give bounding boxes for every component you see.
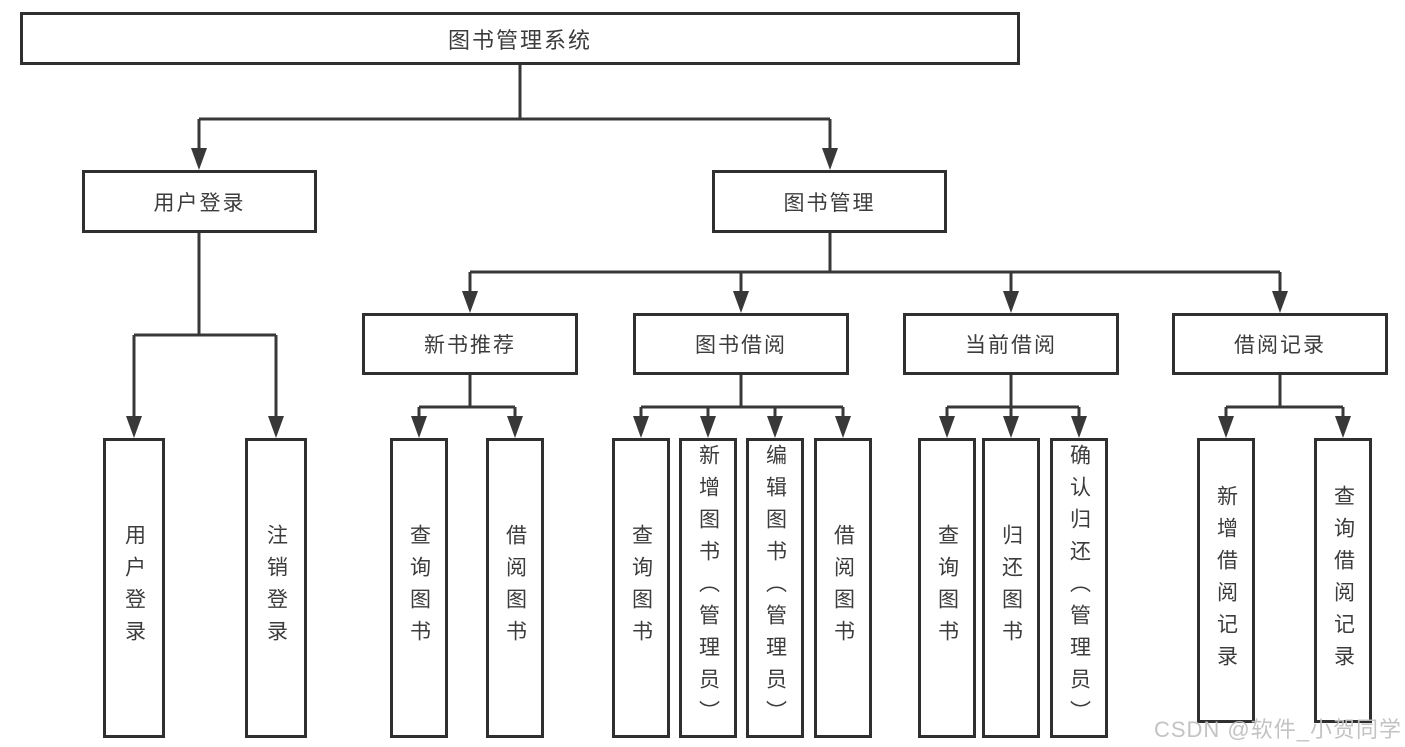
node-bb-edit-books-admin: 编辑图书（管理员） <box>746 438 804 738</box>
node-cb-confirm-return-admin-label: 确认归还（管理员） <box>1067 444 1091 732</box>
node-rec-borrow-books: 借阅图书 <box>486 438 544 738</box>
connector-current-borrow-children <box>939 375 1087 438</box>
node-rec-query-books-label: 查询图书 <box>407 524 431 652</box>
node-book-borrow: 图书借阅 <box>633 313 849 375</box>
node-book-management: 图书管理 <box>712 170 947 233</box>
arrowhead <box>1003 291 1019 313</box>
node-book-management-label: 图书管理 <box>783 191 876 215</box>
node-br-query-record-label: 查询借阅记录 <box>1331 484 1355 677</box>
node-leaf-user-login-label: 用户登录 <box>122 524 146 652</box>
arrowhead <box>191 148 207 170</box>
connector-book-borrow-children <box>633 375 851 438</box>
node-cb-return-books: 归还图书 <box>982 438 1040 738</box>
arrowhead <box>733 291 749 313</box>
arrowhead <box>633 416 649 438</box>
node-new-book-recommend: 新书推荐 <box>362 313 578 375</box>
node-bb-add-books-admin: 新增图书（管理员） <box>679 438 737 738</box>
node-leaf-logout-label: 注销登录 <box>264 524 288 652</box>
arrowhead <box>411 416 427 438</box>
node-leaf-user-login: 用户登录 <box>103 438 165 738</box>
node-current-borrow-label: 当前借阅 <box>965 334 1057 357</box>
node-leaf-logout: 注销登录 <box>245 438 307 738</box>
connector-new-book-recommend-children <box>411 375 523 438</box>
arrowhead <box>700 416 716 438</box>
node-book-borrow-label: 图书借阅 <box>695 334 787 357</box>
node-user-login: 用户登录 <box>82 170 317 233</box>
node-bb-borrow-books-label: 借阅图书 <box>831 524 855 652</box>
node-user-login-label: 用户登录 <box>153 191 246 215</box>
node-root: 图书管理系统 <box>20 12 1020 65</box>
arrowhead <box>1272 291 1288 313</box>
arrowhead <box>767 416 783 438</box>
node-bb-query-books-label: 查询图书 <box>629 524 653 652</box>
node-bb-query-books: 查询图书 <box>612 438 670 738</box>
arrowhead <box>268 416 284 438</box>
node-cb-return-books-label: 归还图书 <box>999 524 1023 652</box>
node-borrow-records-label: 借阅记录 <box>1234 334 1326 357</box>
arrowhead <box>939 416 955 438</box>
arrowhead <box>822 148 838 170</box>
arrowhead <box>1071 416 1087 438</box>
arrowhead <box>1218 416 1234 438</box>
connector-borrow-records-children <box>1218 375 1351 438</box>
node-br-add-record-label: 新增借阅记录 <box>1214 484 1238 677</box>
node-root-label: 图书管理系统 <box>447 27 592 53</box>
arrowhead <box>1335 416 1351 438</box>
node-borrow-records: 借阅记录 <box>1172 313 1388 375</box>
node-br-query-record: 查询借阅记录 <box>1314 438 1372 723</box>
node-current-borrow: 当前借阅 <box>903 313 1119 375</box>
connector-user-login-children <box>126 233 284 438</box>
arrowhead <box>1003 416 1019 438</box>
arrowhead <box>507 416 523 438</box>
node-new-book-recommend-label: 新书推荐 <box>424 334 516 357</box>
connector-root-to-level2 <box>191 65 838 170</box>
node-bb-borrow-books: 借阅图书 <box>814 438 872 738</box>
node-cb-query-books: 查询图书 <box>918 438 976 738</box>
node-bb-edit-books-admin-label: 编辑图书（管理员） <box>763 444 787 732</box>
csdn-watermark: CSDN @软件_小贺同学 <box>1153 717 1402 742</box>
node-cb-confirm-return-admin: 确认归还（管理员） <box>1050 438 1108 738</box>
node-br-add-record: 新增借阅记录 <box>1197 438 1255 723</box>
arrowhead <box>462 291 478 313</box>
node-rec-borrow-books-label: 借阅图书 <box>503 524 527 652</box>
node-bb-add-books-admin-label: 新增图书（管理员） <box>696 444 720 732</box>
node-cb-query-books-label: 查询图书 <box>935 524 959 652</box>
node-rec-query-books: 查询图书 <box>390 438 448 738</box>
connector-book-management-to-level3 <box>462 233 1288 313</box>
arrowhead <box>126 416 142 438</box>
arrowhead <box>835 416 851 438</box>
